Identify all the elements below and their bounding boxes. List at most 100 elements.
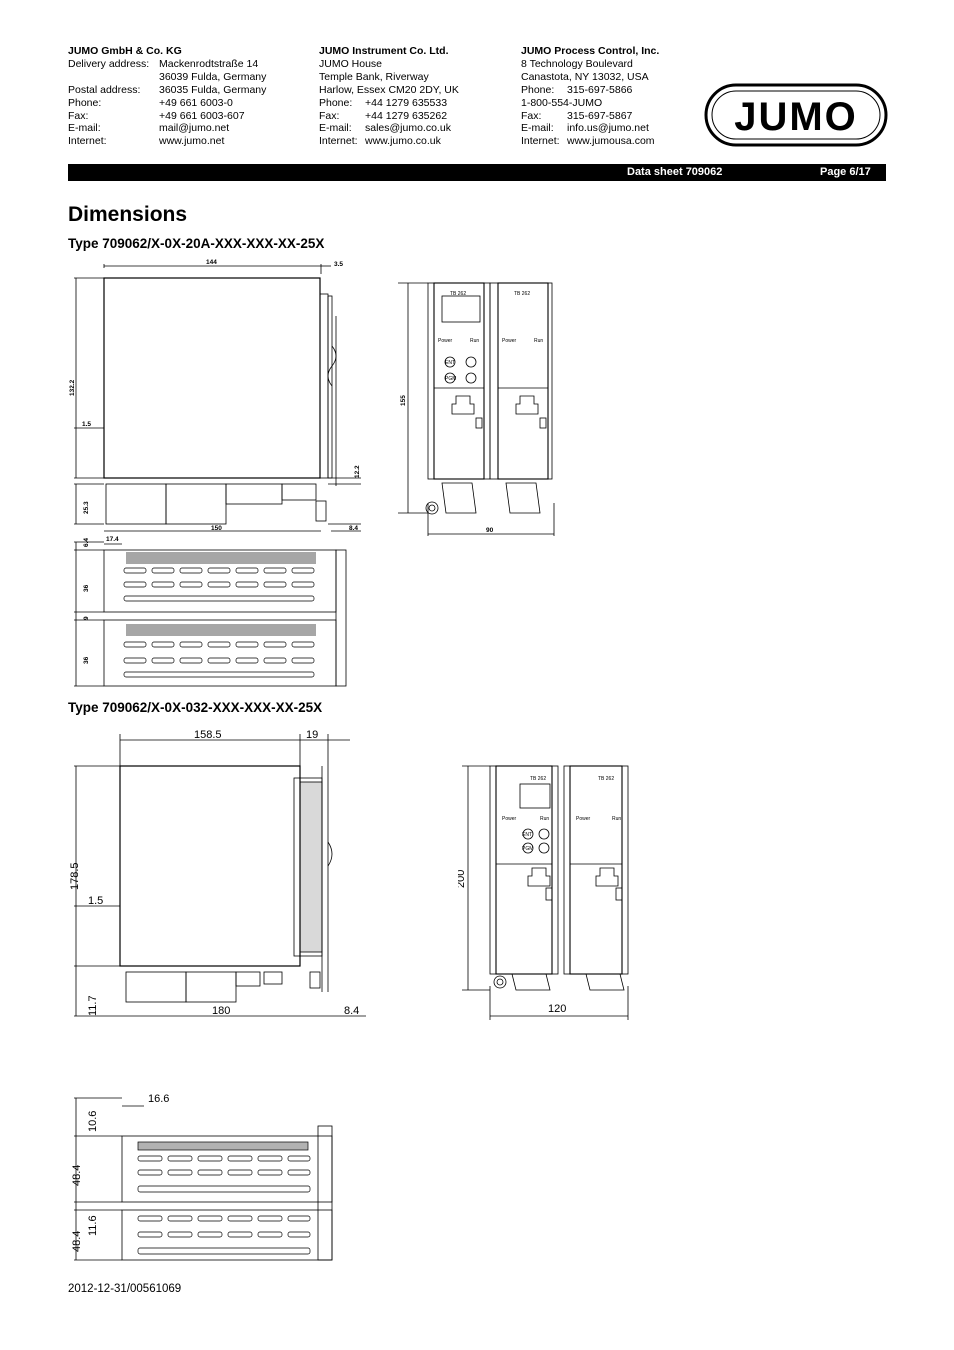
company-name: JUMO Process Control, Inc. [521,45,660,57]
address-label: E-mail: [521,122,554,135]
document-footer: 2012-12-31/00561069 [68,1283,182,1295]
dim-200: 200 [458,870,467,888]
company-address-de: JUMO GmbH & Co. KG Delivery address:Mack… [68,45,266,148]
address-value: 1-800-554-JUMO [521,96,603,109]
address-value: 315-697-5867 [567,109,633,122]
top-view-20a: 6.4 17.4 36 9 36 [74,536,347,687]
pgm-key: PGM [522,846,533,852]
address-value: +44 1279 635262 [365,109,448,122]
dim-48-4a: 48.4 [71,1165,83,1186]
dim-17-4: 17.4 [106,536,119,543]
address-line: 36039 Fulda, Germany [68,71,266,84]
run-led-label: Run [540,816,549,822]
dim-8-4: 8.4 [344,1005,359,1017]
address-value: +49 661 6003-0 [159,96,233,109]
address-value: 315-697-5866 [567,83,633,96]
device-model: TB 262 [450,291,466,297]
address-label [68,71,159,84]
pgm-key: PGM [445,376,456,382]
address-line: Fax: +49 661 6003-607 [68,110,266,123]
power-led-label: Power [576,816,591,822]
datasheet-number: Data sheet 709062 [627,166,723,178]
run-led-label: Run [534,338,543,344]
dim-132-2: 132.2 [69,379,76,396]
dim-158-5: 158.5 [194,729,222,741]
ent-key: ENT [445,360,455,366]
address-line: Postal address:36035 Fulda, Germany [68,84,266,97]
top-view-032: 10.6 16.6 48.4 11.6 48.4 [71,1093,333,1261]
address-label: Phone: [521,83,555,96]
address-line: Internet: www.jumo.net [68,135,266,148]
address-line: Canastota, NY 13032, USA [521,71,659,84]
address-label: Phone: [319,96,353,109]
address-line: 8 Technology Boulevard [521,58,659,71]
dim-16-6: 16.6 [148,1093,169,1105]
power-led-label: Power [438,338,453,344]
address-line: Temple Bank, Riverway [319,71,459,84]
page-number: Page 6/17 [820,166,871,178]
side-view-20a: 144 3.5 132.2 1.5 12.2 25.3 150 8.4 [69,259,361,532]
dim-48-4b: 48.4 [71,1231,83,1252]
dim-9: 9 [83,616,90,620]
ent-key: ENT [522,832,532,838]
dim-150: 150 [211,525,222,532]
address-value: +44 1279 635533 [365,96,448,109]
address-line: JUMO House [319,58,459,71]
dim-25-3: 25.3 [83,501,90,514]
address-label: Fax: [319,109,340,122]
address-value: Temple Bank, Riverway [319,70,429,83]
address-value: 8 Technology Boulevard [521,57,633,70]
address-line: E-mail:sales@jumo.co.uk [319,122,459,135]
address-label: Fax: [521,109,542,122]
dim-3-5: 3.5 [334,261,343,268]
side-view-032: 158.5 19 178.5 1.5 11.7 180 8.4 [69,729,366,1017]
dim-178-5: 178.5 [69,862,81,890]
address-line: Internet:www.jumo.co.uk [319,135,459,148]
address-value: +49 661 6003-607 [159,109,245,122]
front-view-20a: TB 262 TB 262 Power Power Run Run ENT PG… [398,282,555,536]
address-line: Delivery address:Mackenrodtstraße 14 [68,58,266,71]
address-line: Phone: +49 661 6003-0 [68,97,266,110]
dim-10-6: 10.6 [87,1111,99,1132]
address-label: Fax: [68,109,89,122]
address-line: Phone: 315-697-5866 [521,84,659,97]
dim-36a: 36 [83,584,90,592]
address-label: Internet: [521,135,560,148]
dim-1-5: 1.5 [82,421,91,428]
address-value: Harlow, Essex CM20 2DY, UK [319,83,459,96]
address-label: E-mail: [68,122,101,135]
dim-8-4: 8.4 [349,525,358,532]
run-led-label: Run [470,338,479,344]
header-bar: Data sheet 709062 Page 6/17 [68,164,886,181]
power-led-label: Power [502,816,517,822]
address-line: Fax: +44 1279 635262 [319,110,459,123]
address-line: Fax: 315-697-5867 [521,110,659,123]
company-name: JUMO GmbH & Co. KG [68,45,182,57]
address-value: Canastota, NY 13032, USA [521,70,649,83]
address-value: JUMO House [319,57,383,70]
run-led-label: Run [612,816,621,822]
dim-120: 120 [548,1003,566,1015]
type1-heading: Type 709062/X-0X-20A-XXX-XXX-XX-25X [68,236,325,251]
dim-11-7: 11.7 [87,995,99,1016]
address-line: Phone: +44 1279 635533 [319,97,459,110]
address-value: mail@jumo.net [159,122,230,135]
address-value: sales@jumo.co.uk [365,122,451,135]
logo-wordmark: JUMO [734,95,858,139]
power-led-label: Power [502,338,517,344]
dim-155: 155 [400,395,407,406]
address-value: www.jumousa.com [567,135,655,148]
front-view-032: TB 262 TB 262 Power Power Run Run ENT PG… [458,765,629,1020]
address-label: Internet: [68,135,107,148]
address-value: Mackenrodtstraße 14 [159,57,259,70]
address-value: www.jumo.net [159,135,225,148]
dim-144: 144 [206,259,217,266]
type2-heading: Type 709062/X-0X-032-XXX-XXX-XX-25X [68,700,323,715]
address-label: Internet: [319,135,358,148]
address-label: Phone: [68,96,102,109]
device-model: TB 262 [514,291,530,297]
dim-1-5: 1.5 [88,895,103,907]
